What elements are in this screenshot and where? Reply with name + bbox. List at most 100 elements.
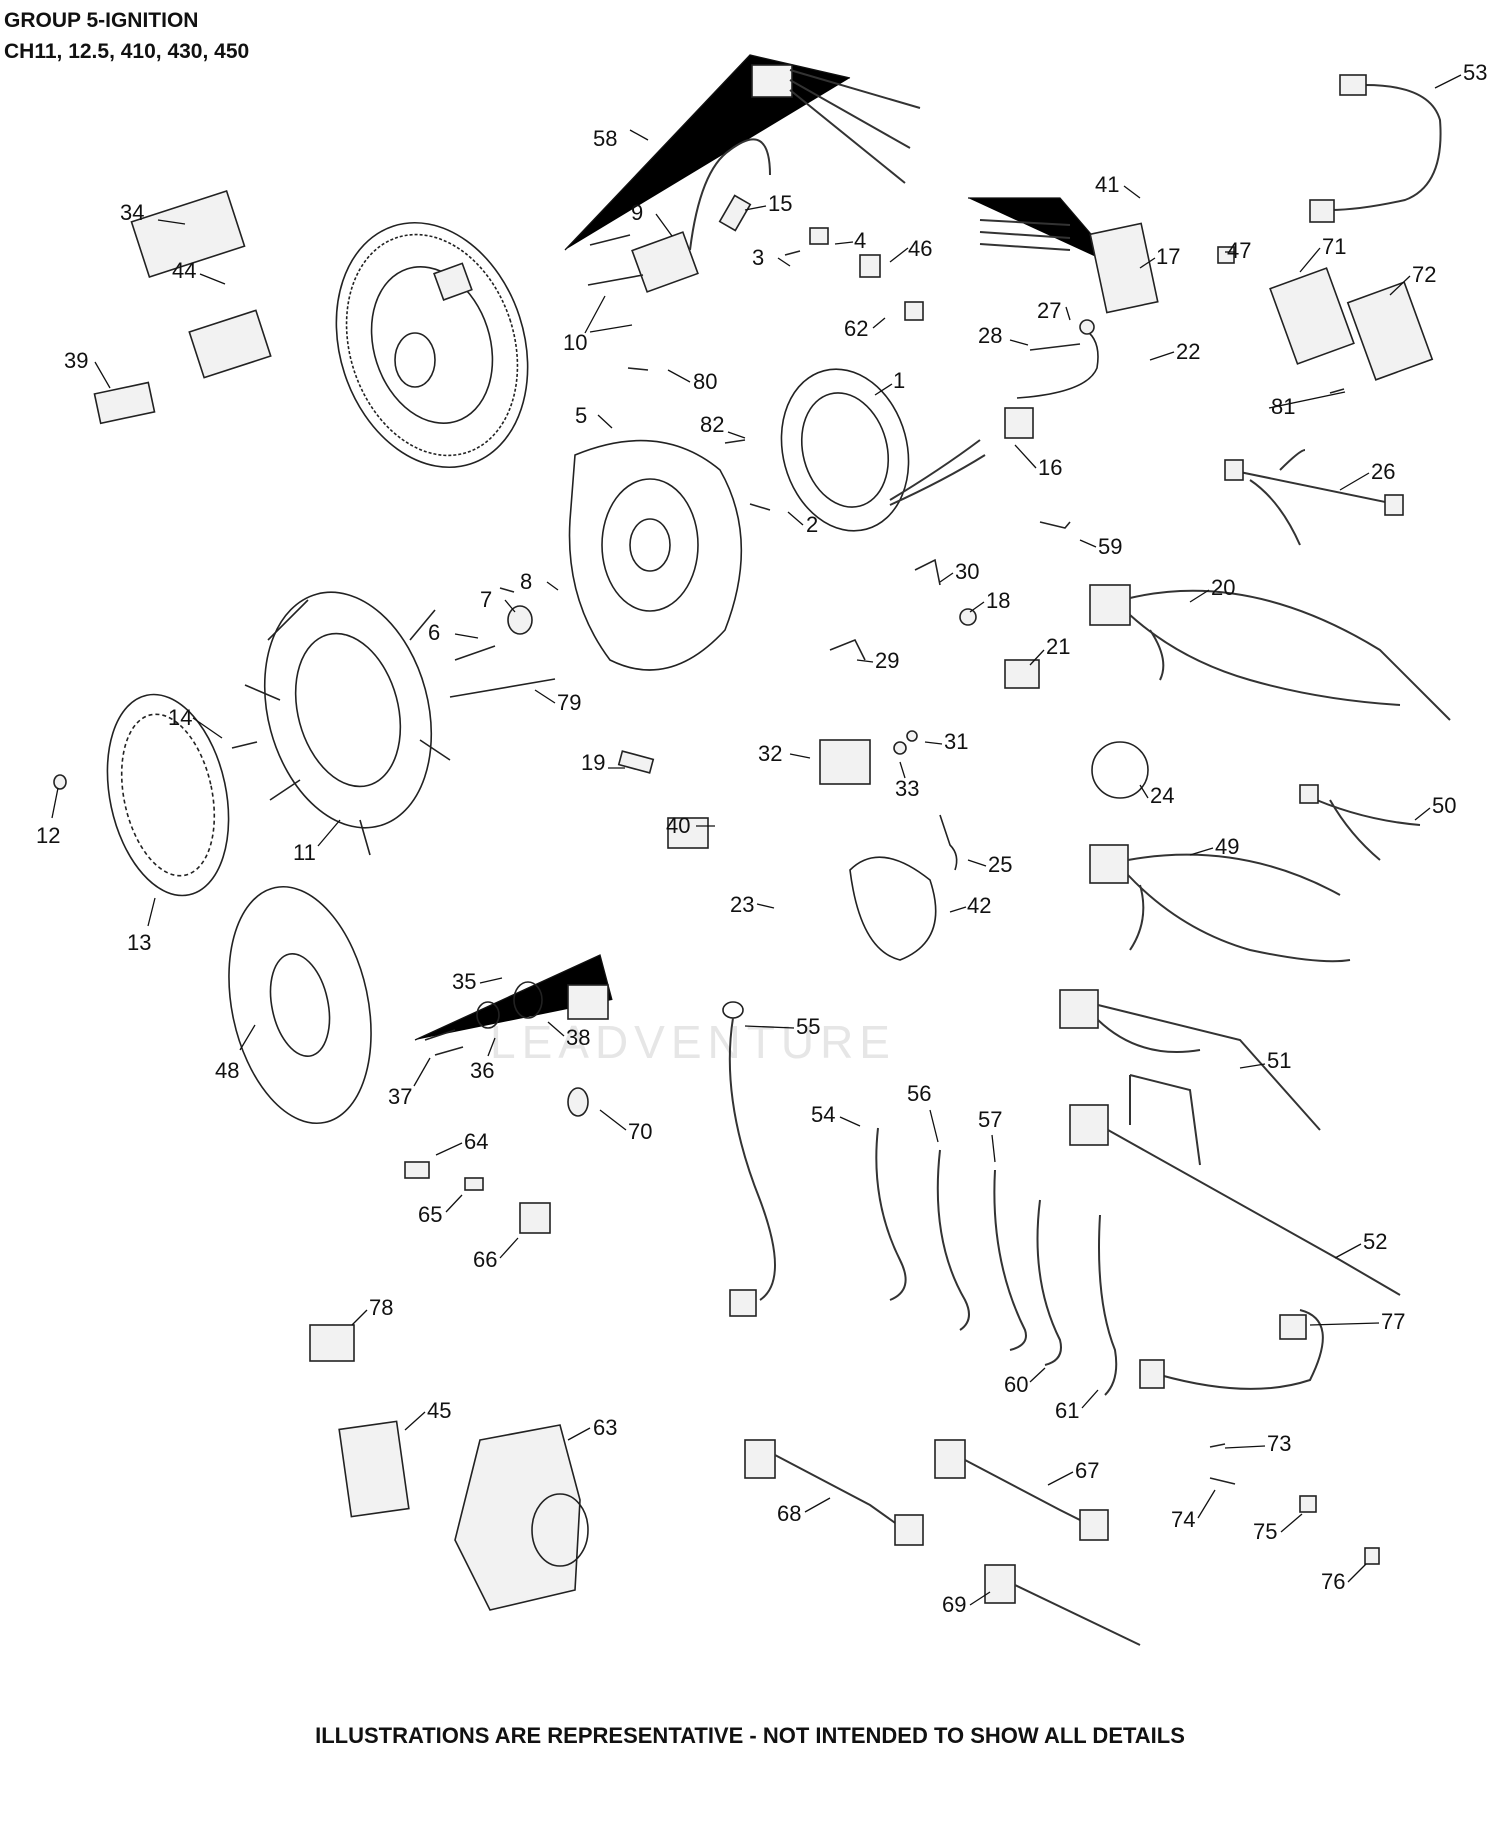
callout-54: 54	[811, 1102, 835, 1127]
callout-58: 58	[593, 126, 617, 151]
ground-lead-drawing	[722, 1001, 776, 1317]
callout-27: 27	[1037, 298, 1061, 323]
callout-47: 47	[1227, 238, 1251, 263]
callout-59: 59	[1098, 534, 1122, 559]
flywheel-drawing	[335, 221, 529, 469]
harness-52-drawing	[1069, 1074, 1401, 1296]
fan-drawing	[244, 591, 451, 856]
callout-17: 17	[1156, 244, 1180, 269]
callout-5: 5	[575, 403, 587, 428]
callout-52: 52	[1363, 1229, 1387, 1254]
callout-70: 70	[628, 1119, 652, 1144]
callout-20: 20	[1211, 575, 1235, 600]
stator-drawing	[780, 368, 986, 532]
callout-73: 73	[1267, 1431, 1291, 1456]
callout-24: 24	[1150, 783, 1174, 808]
key-switch-drawing	[414, 954, 613, 1056]
callout-34: 34	[120, 200, 144, 225]
harness-50-drawing	[1299, 784, 1421, 861]
callout-42: 42	[967, 893, 991, 918]
callout-38: 38	[566, 1025, 590, 1050]
callout-80: 80	[693, 369, 717, 394]
callout-60: 60	[1004, 1372, 1028, 1397]
callout-22: 22	[1176, 339, 1200, 364]
diagram-subtitle: CH11, 12.5, 410, 430, 450	[4, 40, 250, 63]
callout-71: 71	[1322, 234, 1346, 259]
callout-11: 11	[293, 840, 316, 865]
jumper-leads-drawing	[875, 1127, 1118, 1396]
diagram-disclaimer: ILLUSTRATIONS ARE REPRESENTATIVE - NOT I…	[315, 1723, 1185, 1748]
callout-82: 82	[700, 412, 724, 437]
callout-33: 33	[895, 776, 919, 801]
callout-62: 62	[844, 316, 868, 341]
callout-19: 19	[581, 750, 605, 775]
plates-and-decals-drawing	[93, 189, 410, 1518]
callout-78: 78	[369, 1295, 393, 1320]
callout-labels: 1 2 3 4 5 6 7 8 9 10 11 12 13 14 15 16 1…	[36, 60, 1487, 1617]
callout-63: 63	[593, 1415, 617, 1440]
harness-53-drawing	[1309, 74, 1442, 223]
grass-screen-drawing	[106, 693, 372, 1125]
callout-13: 13	[127, 930, 151, 955]
callout-23: 23	[730, 892, 754, 917]
regulator-drawing	[1269, 267, 1434, 381]
callout-30: 30	[955, 559, 979, 584]
callout-31: 31	[944, 729, 968, 754]
watermark-text: LEADVENTURE	[490, 1016, 896, 1068]
harness-77-drawing	[1139, 1309, 1324, 1390]
callout-1: 1	[893, 368, 905, 393]
callout-76: 76	[1321, 1569, 1345, 1594]
callout-49: 49	[1215, 834, 1239, 859]
callout-45: 45	[427, 1398, 451, 1423]
callout-56: 56	[907, 1081, 931, 1106]
callout-6: 6	[428, 620, 440, 645]
callout-64: 64	[464, 1129, 488, 1154]
callout-29: 29	[875, 648, 899, 673]
callout-37: 37	[388, 1084, 412, 1109]
callout-75: 75	[1253, 1519, 1277, 1544]
callout-66: 66	[473, 1247, 497, 1272]
callout-2: 2	[806, 512, 818, 537]
small-parts-drawing	[53, 227, 1380, 1565]
callout-79: 79	[557, 690, 581, 715]
rectifier-drawing	[968, 197, 1159, 314]
harness-49-drawing	[1089, 844, 1351, 963]
leader-lines	[51, 74, 1462, 1606]
callout-21: 21	[1046, 634, 1070, 659]
callout-4: 4	[854, 228, 866, 253]
callout-18: 18	[986, 588, 1010, 613]
carburetor-drawing	[454, 1424, 589, 1611]
callout-16: 16	[1038, 455, 1062, 480]
callout-3: 3	[752, 245, 764, 270]
callout-74: 74	[1171, 1507, 1195, 1532]
callout-9: 9	[631, 200, 643, 225]
callout-46: 46	[908, 236, 932, 261]
callout-8: 8	[520, 569, 532, 594]
callout-65: 65	[418, 1202, 442, 1227]
ignition-module-drawing	[564, 54, 921, 293]
callout-41: 41	[1095, 172, 1119, 197]
callout-61: 61	[1055, 1398, 1079, 1423]
callout-77: 77	[1381, 1309, 1405, 1334]
callout-12: 12	[36, 823, 60, 848]
callout-53: 53	[1463, 60, 1487, 85]
callout-28: 28	[978, 323, 1002, 348]
callout-10: 10	[563, 330, 587, 355]
diagram-title: GROUP 5-IGNITION	[4, 9, 199, 32]
callout-68: 68	[777, 1501, 801, 1526]
callout-69: 69	[942, 1592, 966, 1617]
callout-26: 26	[1371, 459, 1395, 484]
callout-15: 15	[768, 191, 792, 216]
harness-26-drawing	[1224, 449, 1404, 546]
harness-51-drawing	[1059, 989, 1321, 1131]
callout-72: 72	[1412, 262, 1436, 287]
harness-20-drawing	[1089, 584, 1451, 721]
callout-67: 67	[1075, 1458, 1099, 1483]
harness-67-68-69-drawing	[744, 1439, 1141, 1646]
callout-39: 39	[64, 348, 88, 373]
callout-50: 50	[1432, 793, 1456, 818]
callout-14: 14	[168, 705, 192, 730]
callout-40: 40	[666, 813, 690, 838]
callout-44: 44	[172, 258, 196, 283]
